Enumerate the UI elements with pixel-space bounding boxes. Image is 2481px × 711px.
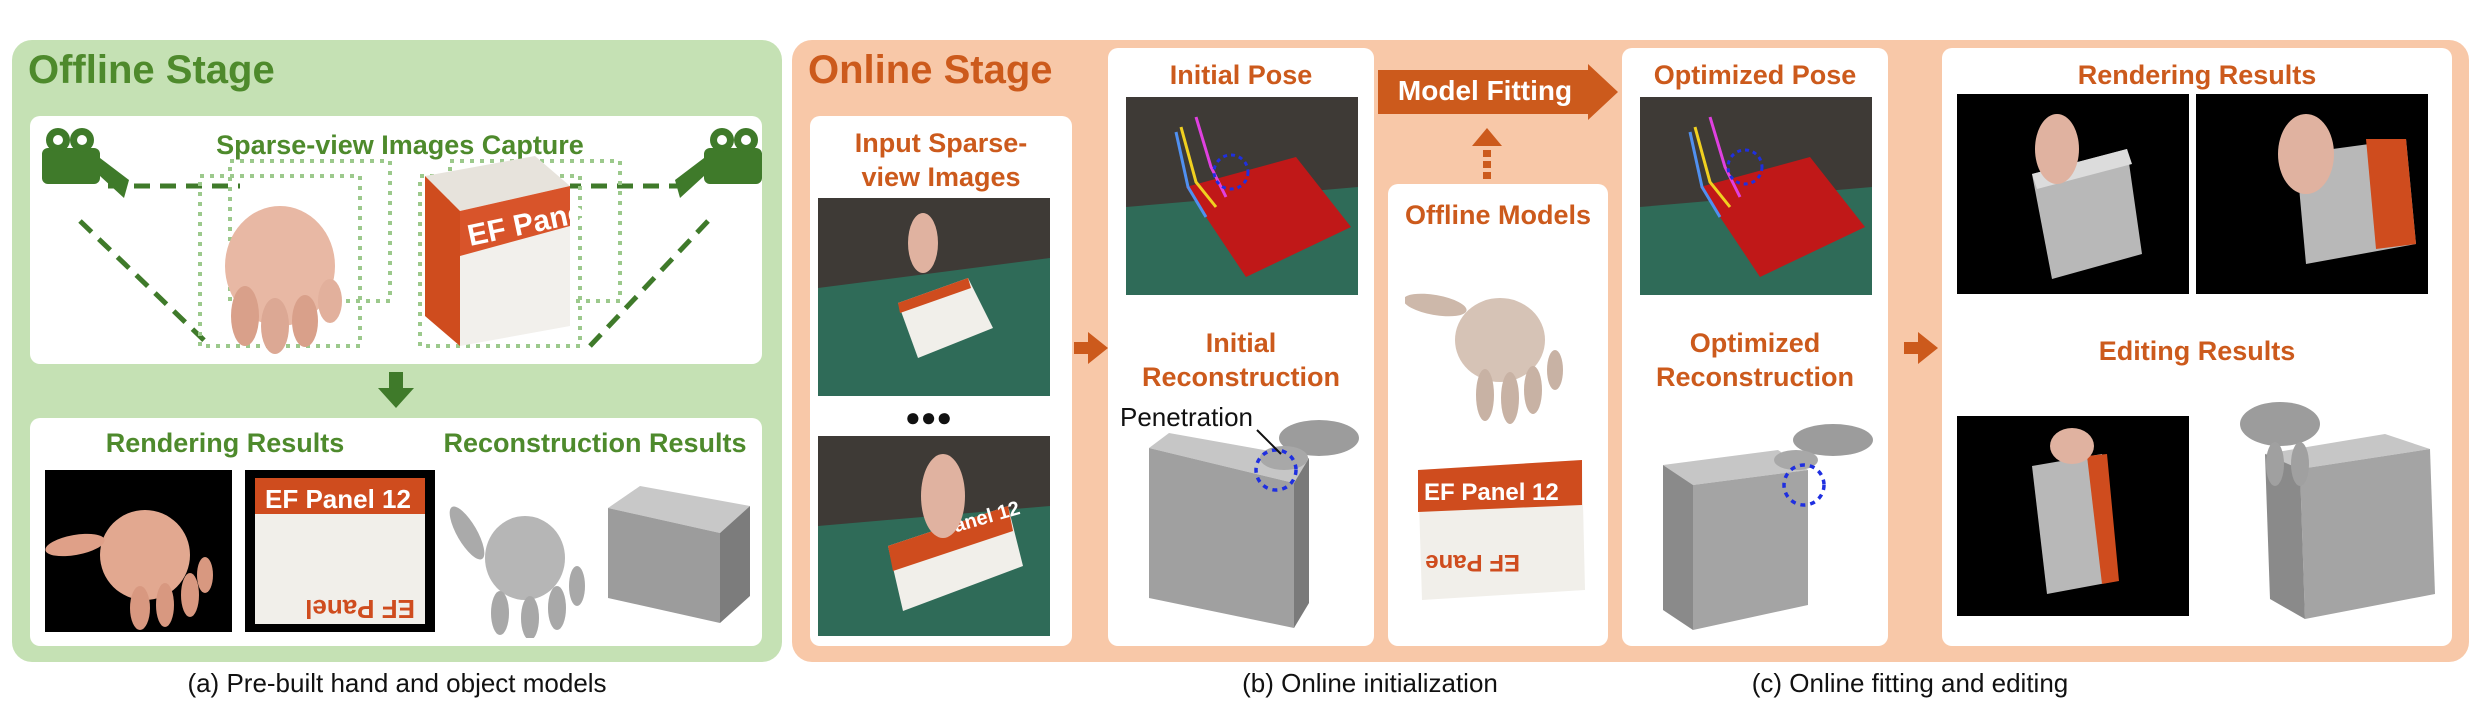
capture-card [30,116,762,364]
camera-icon [42,128,129,198]
editing-results-label: Editing Results [2098,336,2296,366]
rendering-result-2 [2196,94,2428,294]
input-image-1 [818,198,1050,396]
rendered-hand-image [45,470,232,632]
initial-reconstruction-mesh [1149,420,1359,628]
offline-box-model: EF Panel 12 EF Pane [1418,460,1585,600]
offline-stage-title: Offline Stage [28,48,275,92]
editing-result-1 [1957,416,2189,616]
online-stage-title: Online Stage [808,48,1053,92]
optimized-pose-label: Optimized Pose [1653,60,1857,90]
optimized-pose-image [1640,97,1872,295]
caption-a: (a) Pre-built hand and object models [187,668,607,698]
offline-box-text: EF Panel 12 [1424,479,1559,506]
arrow-right-icon [1904,332,1938,364]
penetration-pointer [1256,429,1282,455]
optimized-reconstruction-label: Optimized Reconstruction [1655,328,1855,392]
offline-reconstruction-label: Reconstruction Results [443,428,747,458]
initial-reconstruction-label: Initial Reconstruction [1141,328,1341,392]
box-image: EF Panel [425,156,595,346]
offline-hand-model [1405,293,1563,424]
reconstructed-hand-mesh [449,506,585,638]
caption-c: (c) Online fitting and editing [1751,668,2069,698]
editing-result-2 [2240,402,2435,619]
initial-pose-label: Initial Pose [1169,60,1313,90]
arrow-right-icon [1074,332,1108,364]
rendering-result-1 [1957,94,2189,294]
hand-image [225,206,342,354]
model-fitting-arrow[interactable] [1378,64,1620,120]
capture-label: Sparse-view Images Capture [216,130,584,160]
rendering-results-label: Rendering Results [2077,60,2317,90]
caption-b: (b) Online initialization [1242,668,1498,698]
capture-illustration: EF Panel [78,156,710,354]
rendered-box-image: EF Panel 12 EF Panel [245,470,435,632]
rendered-box-text: EF Panel 12 [265,484,411,514]
dotted-arrow-up-icon [1472,128,1502,179]
input-images-label: Input Sparse-view Images [854,128,1028,192]
arrow-down-icon [378,372,414,408]
model-fitting-label[interactable]: Model Fitting [1397,75,1573,106]
offline-rendering-label: Rendering Results [105,428,345,458]
input-image-2: Panel 12 [818,436,1050,636]
reconstructed-box-mesh [608,486,750,623]
offline-box-text-flipped: EF Pane [1425,549,1520,576]
camera-icon [675,128,762,198]
offline-models-label: Offline Models [1404,200,1591,230]
rendered-box-text-flipped: EF Panel [305,594,415,624]
initial-pose-image [1126,97,1358,295]
penetration-label: Penetration [1120,402,1253,432]
optimized-reconstruction-mesh [1663,424,1873,630]
ellipsis-dots: ●●● [905,402,953,432]
